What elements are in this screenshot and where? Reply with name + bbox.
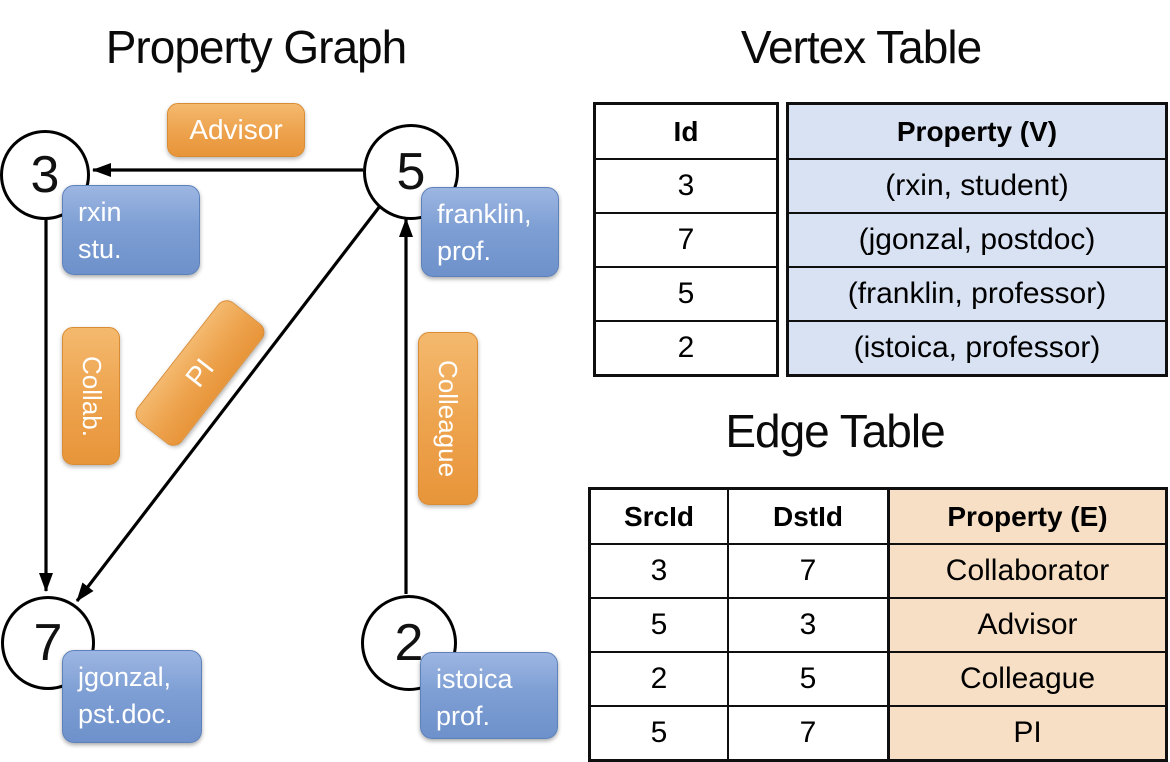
node-3-property-line2: stu. bbox=[78, 234, 122, 264]
table-row: (istoica, professor) bbox=[786, 320, 1168, 377]
edge-label-collab-text: Collab. bbox=[76, 355, 107, 437]
edge-srcid-cell: 2 bbox=[588, 651, 729, 707]
edge-property-table: Property (E) Collaborator Advisor Collea… bbox=[887, 487, 1168, 762]
table-row: 2 5 bbox=[588, 651, 890, 707]
edge-property-cell: Collaborator bbox=[887, 543, 1168, 599]
edge-dstid-cell: 3 bbox=[727, 597, 890, 653]
table-row: 2 bbox=[593, 320, 779, 377]
vertex-id-table: Id 3 7 5 2 bbox=[593, 102, 779, 377]
edge-label-colleague-text: Colleague bbox=[433, 359, 464, 478]
table-row: 5 bbox=[593, 266, 779, 322]
edge-property-cell: Advisor bbox=[887, 597, 1168, 653]
vertex-property-cell: (rxin, student) bbox=[786, 158, 1168, 214]
vertex-id-cell: 5 bbox=[593, 266, 779, 322]
edge-src-dst-table: SrcId DstId 3 7 5 3 2 5 5 7 bbox=[588, 487, 890, 762]
node-5-property-box: franklin, prof. bbox=[421, 187, 559, 277]
vertex-id-header: Id bbox=[593, 102, 779, 160]
node-2-property-line1: istoica bbox=[436, 664, 513, 694]
edge-label-advisor-text: Advisor bbox=[189, 114, 283, 145]
table-row: Advisor bbox=[887, 597, 1168, 653]
table-row: 7 bbox=[593, 212, 779, 268]
table-row: 3 bbox=[593, 158, 779, 214]
edge-srcid-header: SrcId bbox=[588, 487, 729, 545]
edge-label-pi-text: PI bbox=[179, 352, 220, 393]
vertex-id-cell: 7 bbox=[593, 212, 779, 268]
vertex-property-cell: (jgonzal, postdoc) bbox=[786, 212, 1168, 268]
node-3-property-line1: rxin bbox=[78, 197, 122, 227]
edge-srcid-cell: 5 bbox=[588, 597, 729, 653]
table-row: Collaborator bbox=[887, 543, 1168, 599]
node-3-id: 3 bbox=[30, 146, 60, 204]
node-5-id: 5 bbox=[396, 143, 426, 201]
vertex-property-cell: (franklin, professor) bbox=[786, 266, 1168, 322]
vertex-property-header: Property (V) bbox=[786, 102, 1168, 160]
node-7-id: 7 bbox=[33, 614, 63, 672]
node-2-id: 2 bbox=[394, 614, 424, 672]
table-row: 5 3 bbox=[588, 597, 890, 653]
node-5-property-line1: franklin, bbox=[437, 199, 532, 229]
node-7-property-line2: pst.doc. bbox=[78, 699, 173, 729]
node-7-property-line1: jgonzal, bbox=[78, 662, 172, 692]
edge-arrow-5-to-7 bbox=[75, 205, 382, 602]
node-2: 2 bbox=[361, 595, 457, 691]
vertex-property-cell: (istoica, professor) bbox=[786, 320, 1168, 377]
edge-table-title: Edge Table bbox=[725, 405, 945, 457]
table-row: (jgonzal, postdoc) bbox=[786, 212, 1168, 268]
edge-dstid-header: DstId bbox=[727, 487, 890, 545]
table-row: Colleague bbox=[887, 651, 1168, 707]
edge-dstid-cell: 7 bbox=[727, 543, 890, 599]
edge-label-collab: Collab. bbox=[62, 327, 120, 465]
table-row: 5 7 bbox=[588, 705, 890, 762]
property-graph-title: Property Graph bbox=[105, 21, 407, 73]
edge-property-header: Property (E) bbox=[887, 487, 1168, 545]
vertex-id-cell: 2 bbox=[593, 320, 779, 377]
edge-label-colleague: Colleague bbox=[418, 332, 478, 505]
edge-property-cell: PI bbox=[887, 705, 1168, 762]
edge-dstid-cell: 5 bbox=[727, 651, 890, 707]
table-row: (franklin, professor) bbox=[786, 266, 1168, 322]
edge-dstid-cell: 7 bbox=[727, 705, 890, 762]
table-row: PI bbox=[887, 705, 1168, 762]
node-7-property-box: jgonzal, pst.doc. bbox=[62, 650, 202, 743]
vertex-property-table: Property (V) (rxin, student) (jgonzal, p… bbox=[786, 102, 1168, 377]
edge-label-advisor: Advisor bbox=[167, 103, 305, 157]
edge-srcid-cell: 3 bbox=[588, 543, 729, 599]
edge-srcid-cell: 5 bbox=[588, 705, 729, 762]
vertex-id-cell: 3 bbox=[593, 158, 779, 214]
edge-property-cell: Colleague bbox=[887, 651, 1168, 707]
table-row: (rxin, student) bbox=[786, 158, 1168, 214]
node-2-property-line2: prof. bbox=[436, 701, 491, 731]
node-3-property-box: rxin stu. bbox=[62, 185, 200, 275]
node-5-property-line2: prof. bbox=[437, 236, 492, 266]
vertex-table-title: Vertex Table bbox=[740, 21, 982, 73]
table-row: 3 7 bbox=[588, 543, 890, 599]
edges-layer bbox=[39, 163, 413, 602]
node-2-property-box: istoica prof. bbox=[420, 652, 558, 739]
